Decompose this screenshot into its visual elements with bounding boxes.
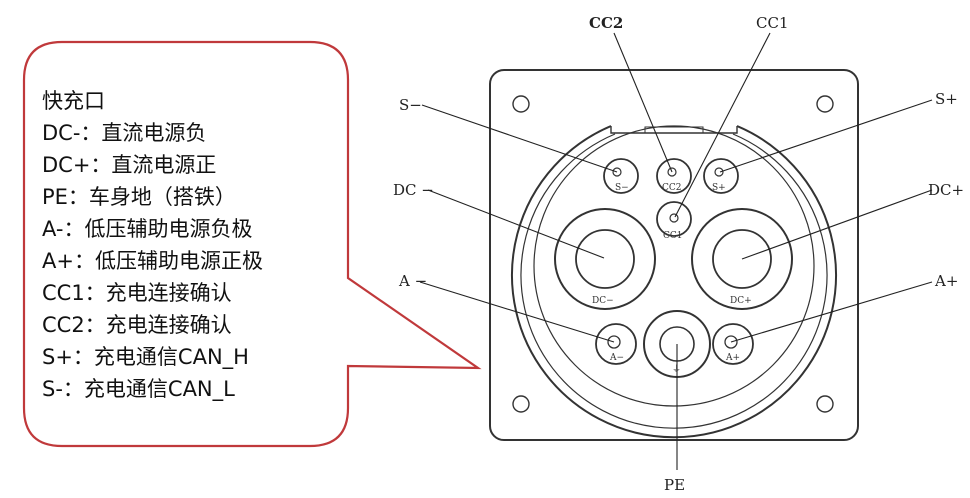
pin-dc-minus: DC−: [554, 208, 656, 310]
leader-dc-plus: [741, 189, 933, 260]
leader-dc-minus: [427, 189, 605, 259]
label-dc-minus: DC −: [393, 181, 434, 199]
mount-hole-bottom-left: [512, 395, 530, 413]
legend-item-dc-plus: DC+：直流电源正: [42, 153, 216, 177]
legend-item-pe: PE：车身地（搭铁）: [42, 185, 236, 209]
label-a-minus: A −: [398, 272, 427, 290]
leader-s-minus: [421, 104, 618, 173]
pin-cc1: CC1: [656, 201, 692, 241]
label-dc-plus: DC+: [928, 181, 964, 199]
legend-item-dc-minus: DC-：直流电源负: [42, 121, 206, 145]
pin-a-plus-mark: A+: [725, 353, 740, 363]
label-cc1: CC1: [756, 14, 789, 32]
label-a-plus: A+: [934, 272, 958, 290]
pin-s-minus: S−: [603, 158, 639, 194]
pin-cc2-mark: CC2: [662, 183, 682, 193]
pin-a-minus: A−: [595, 323, 637, 365]
legend-item-s-minus: S-：充电通信CAN_L: [42, 377, 235, 402]
callout-labels: CC2 CC1 S− S+ DC − DC+ A − A+ PE: [393, 14, 964, 494]
label-s-minus: S−: [399, 96, 422, 114]
pin-s-plus-mark: S+: [712, 183, 726, 193]
legend-title: 快充口: [42, 89, 105, 113]
socket-drawing: S− CC2 S+ CC1 DC− DC+: [489, 69, 859, 441]
socket-rim-inner: [520, 133, 828, 429]
leader-a-minus: [419, 281, 615, 343]
legend-callout: 快充口 DC-：直流电源负 DC+：直流电源正 PE：车身地（搭铁） A-：低压…: [22, 40, 482, 448]
legend-item-a-minus: A-：低压辅助电源负极: [42, 217, 252, 241]
leader-a-plus: [730, 281, 933, 343]
pin-cc2: CC2: [656, 158, 692, 194]
legend-item-s-plus: S+：充电通信CAN_H: [42, 345, 249, 370]
leader-lines: [419, 32, 933, 470]
socket-key-slot: [644, 126, 704, 134]
leader-cc1: [674, 32, 771, 218]
pin-a-minus-mark: A−: [609, 353, 624, 363]
pin-s-plus: S+: [703, 158, 739, 194]
legend-item-a-plus: A+：低压辅助电源正极: [42, 249, 263, 273]
socket-plate: [489, 69, 859, 441]
leader-cc2: [613, 32, 673, 173]
pin-dc-plus-mark: DC+: [730, 296, 752, 306]
label-s-plus: S+: [935, 90, 958, 108]
mount-hole-top-left: [512, 95, 530, 113]
pin-dc-plus: DC+: [691, 208, 793, 310]
socket-face: [533, 125, 815, 407]
callout-bubble-shape: [22, 40, 482, 448]
pin-a-plus: A+: [712, 323, 754, 365]
pin-s-minus-mark: S−: [615, 183, 629, 193]
pin-dc-minus-mark: DC−: [592, 296, 614, 306]
mount-hole-top-right: [816, 95, 834, 113]
legend-item-cc2: CC2：充电连接确认: [42, 313, 232, 337]
mount-hole-bottom-right: [816, 395, 834, 413]
label-pe: PE: [664, 476, 685, 494]
leader-s-plus: [719, 99, 933, 173]
legend-item-cc1: CC1：充电连接确认: [42, 281, 232, 305]
label-cc2: CC2: [589, 14, 623, 32]
pin-cc1-mark: CC1: [663, 231, 683, 241]
